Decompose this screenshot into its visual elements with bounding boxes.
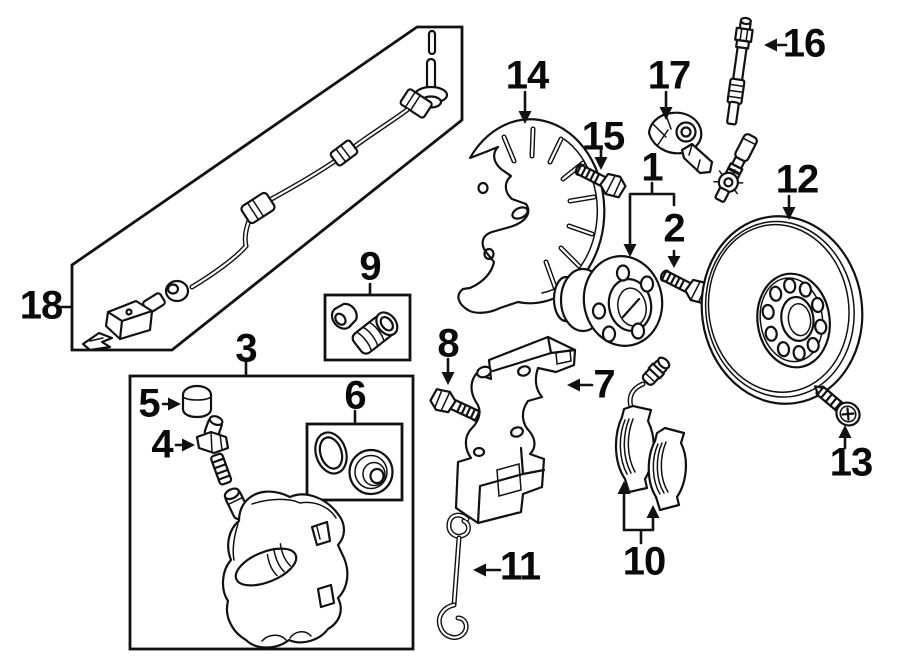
brake-rotor (700, 215, 864, 405)
callout-label-4: 4 (151, 422, 173, 467)
callout-label-7: 7 (593, 362, 615, 407)
callout-label-9: 9 (359, 244, 381, 289)
retaining-spring-clip (436, 512, 471, 640)
shield-spokes (501, 126, 597, 290)
callout-label-10: 10 (622, 539, 666, 584)
bleeder-cap (181, 384, 213, 419)
rotor-lug-holes (761, 277, 828, 362)
callout-label-5: 5 (138, 381, 160, 426)
hose-end-connector (713, 133, 758, 203)
callout-label-15: 15 (581, 114, 625, 159)
pad-wear-sensor-plug (641, 356, 671, 386)
caliper-body (221, 487, 349, 649)
callout-label-3: 3 (235, 326, 257, 371)
caliper-guide-bolt (195, 415, 233, 486)
callout-label-8: 8 (437, 321, 459, 366)
wheel-hub (552, 255, 664, 347)
callout-label-11: 11 (499, 544, 541, 589)
callout-label-16: 16 (782, 21, 826, 66)
callout-label-12: 12 (775, 157, 819, 202)
abs-speed-sensor (647, 111, 714, 175)
callout-label-17: 17 (647, 53, 691, 98)
callout-label-14: 14 (505, 53, 549, 98)
callout-label-13: 13 (829, 440, 873, 485)
callout-label-18: 18 (19, 283, 63, 328)
splash-shield (457, 118, 606, 314)
brake-hose (713, 16, 758, 203)
brake-pads (614, 356, 687, 512)
caliper-bracket (454, 335, 577, 525)
callout-lines (59, 38, 852, 577)
callout-label-1: 1 (641, 145, 663, 190)
guide-bushing-kit (323, 293, 412, 362)
caliper-assembly (128, 374, 415, 651)
caliper-seal-kit (305, 422, 404, 502)
callout-label-2: 2 (663, 206, 685, 251)
abs-sensor-harness-panel (70, 25, 464, 352)
rotor-set-screw (813, 385, 861, 427)
callout-label-6: 6 (344, 373, 366, 418)
